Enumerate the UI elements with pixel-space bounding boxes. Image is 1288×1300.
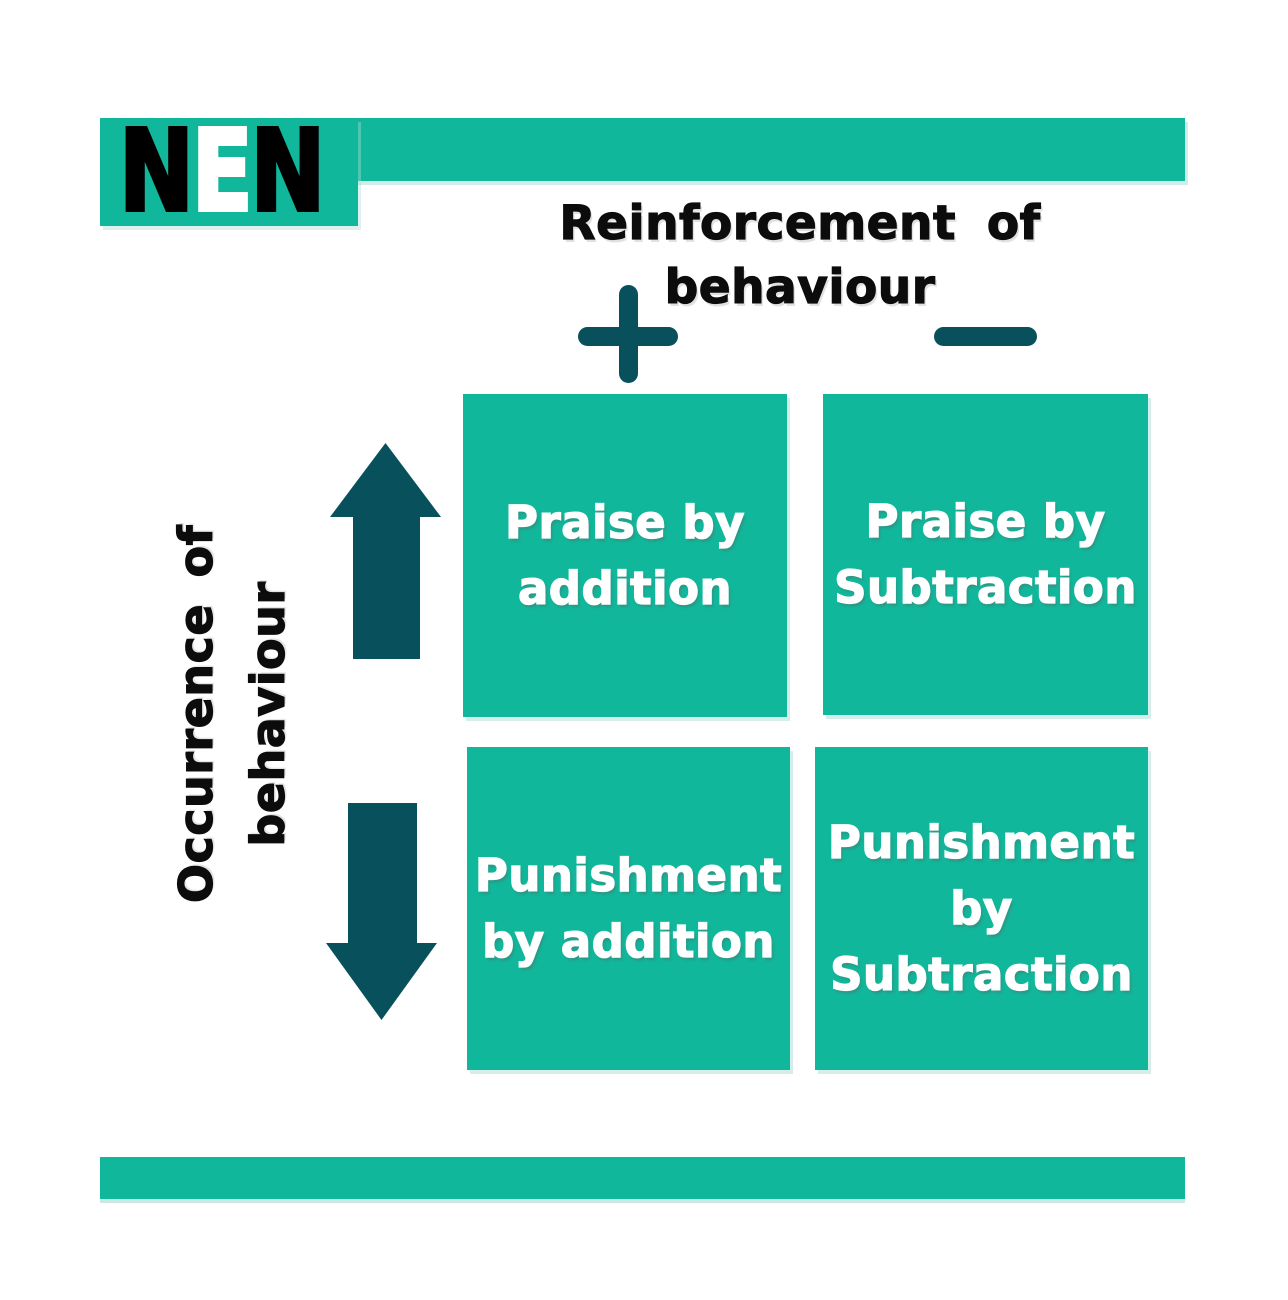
plus-icon (578, 285, 678, 383)
row-axis-label-line2: behaviour (240, 581, 295, 847)
minus-icon (934, 327, 1037, 346)
quadrant-text-line: addition (517, 561, 733, 615)
chart-title-line1: Reinforcement of (559, 195, 1041, 251)
row-axis-label-line1: Occurrence of (168, 524, 223, 904)
chart-title: Reinforcement of behaviour (458, 192, 1142, 320)
logo-letter: N (117, 107, 195, 237)
chart-title-line2: behaviour (664, 259, 936, 315)
quadrant-text-line: Punishment (474, 848, 783, 902)
quadrant-praise-by-subtraction: Praise by Subtraction (823, 394, 1148, 715)
logo-letter: N (249, 107, 327, 237)
quadrant-punishment-by-subtraction: Punishment by Subtraction (815, 747, 1148, 1070)
quadrant-text-line: by (950, 881, 1013, 935)
quadrant-text-line: Punishment (827, 815, 1136, 869)
quadrant-punishment-by-addition: Punishment by addition (467, 747, 790, 1070)
quadrant-praise-by-addition: Praise by addition (463, 394, 787, 717)
nen-logo: NEN (100, 114, 358, 230)
quadrant-text-line: Praise by (504, 495, 745, 549)
quadrant-text-line: Subtraction (829, 947, 1133, 1001)
row-axis-label: Occurrence of behaviour (160, 479, 310, 949)
quadrant-text-line: Praise by (865, 494, 1106, 548)
quadrant-text-line: Subtraction (833, 560, 1137, 614)
up-arrow-icon (330, 443, 441, 659)
nen-logo-text: NEN (117, 114, 327, 230)
quadrant-text-line: by addition (481, 914, 775, 968)
down-arrow-icon (326, 803, 437, 1020)
bottom-accent-bar (100, 1157, 1185, 1199)
logo-letter: E (190, 107, 254, 237)
